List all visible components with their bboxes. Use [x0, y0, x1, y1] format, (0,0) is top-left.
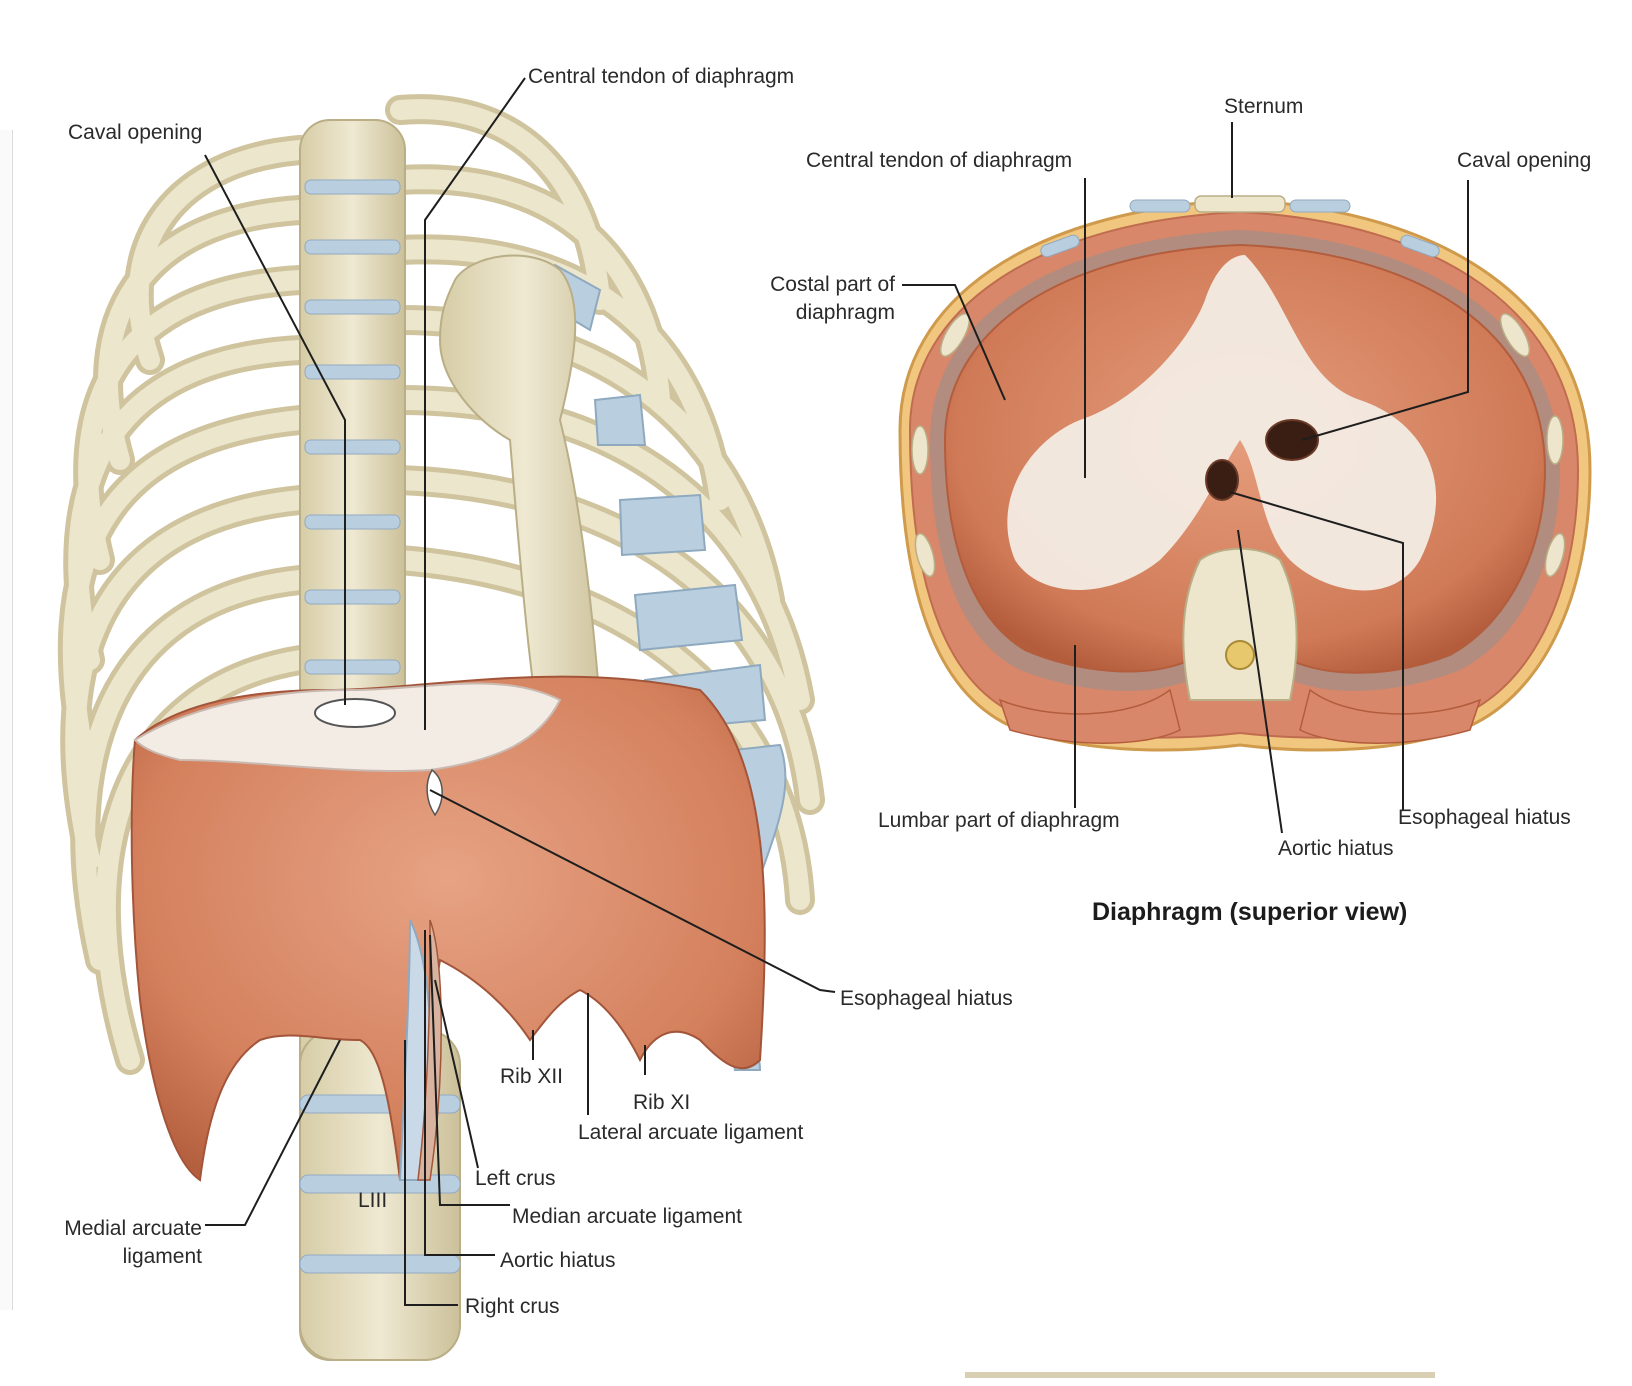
- label-central-tendon-right: Central tendon of diaphragm: [806, 149, 1073, 172]
- label-right-crus: Right crus: [465, 1295, 560, 1318]
- cut-off-figure-edge: [965, 1372, 1435, 1378]
- label-medial-arcuate-line1: Medial arcuate: [64, 1217, 202, 1240]
- label-median-arcuate-ligament: Median arcuate ligament: [512, 1205, 742, 1228]
- label-caval-opening-left: Caval opening: [68, 121, 203, 144]
- label-costal-part-line2: diaphragm: [795, 301, 895, 324]
- label-lateral-arcuate-ligament: Lateral arcuate ligament: [578, 1121, 804, 1144]
- diaphragm-superior: [898, 195, 1592, 752]
- label-aortic-hiatus-left: Aortic hiatus: [500, 1249, 616, 1272]
- figure-caption: Diaphragm (superior view): [1092, 898, 1408, 926]
- label-medial-arcuate-line2: ligament: [122, 1245, 202, 1268]
- label-sternum: Sternum: [1224, 95, 1304, 118]
- label-rib-xii: Rib XII: [500, 1065, 564, 1088]
- label-central-tendon-left: Central tendon of diaphragm: [528, 65, 795, 88]
- label-liii: LIII: [358, 1189, 388, 1212]
- leader-lines: [204, 77, 1469, 1306]
- diaphragm-anterior: [130, 675, 766, 1182]
- label-lumbar-part: Lumbar part of diaphragm: [878, 809, 1120, 832]
- label-caval-opening-right: Caval opening: [1457, 149, 1592, 172]
- left-edge-panel: [0, 130, 13, 1310]
- label-aortic-hiatus-right: Aortic hiatus: [1278, 837, 1394, 860]
- label-costal-part-line1: Costal part of: [770, 273, 895, 296]
- label-rib-xi: Rib XI: [633, 1091, 691, 1114]
- label-esophageal-hiatus-left: Esophageal hiatus: [840, 987, 1013, 1010]
- label-esophageal-hiatus-right: Esophageal hiatus: [1398, 806, 1571, 829]
- label-left-crus: Left crus: [475, 1167, 556, 1190]
